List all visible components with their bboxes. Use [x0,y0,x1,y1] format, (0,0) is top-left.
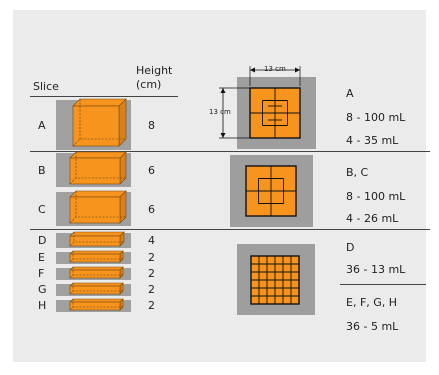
group-a-volume-2: 4 - 35 mL [346,134,399,147]
slice-height-c: 6 [148,203,155,216]
block-d-hidden-edge [69,241,124,247]
height-arrow-top [220,88,226,93]
divider-bc-d [30,229,430,230]
group-bc-volume-2: 4 - 26 mL [346,212,399,225]
slice-label-g: G [38,283,47,296]
block-a-top [72,98,127,107]
block-a-front [72,105,120,147]
slice-label-c: C [38,203,46,216]
group-efgh-title: E, F, G, H [346,296,398,309]
block-f-top [69,266,124,271]
width-arrow-right [295,67,300,73]
height-dimension-label: 13 cm [209,108,231,116]
block-e-front [69,253,121,263]
divider-a-bc [30,151,430,152]
slice-height-g: 2 [148,283,155,296]
block-c-front [69,196,121,224]
block-d-top [69,231,125,237]
slice-label-f: F [38,267,45,280]
block-b-top [69,151,127,159]
block-h-front [69,301,121,311]
slice-label-h: H [38,299,47,312]
group-d-title: D [346,241,355,254]
slice-header: Slice [33,80,59,93]
group-d-volume: 36 - 13 mL [346,263,406,276]
slice-height-a: 8 [148,119,155,132]
block-c-side [119,190,127,224]
slice-height-e: 2 [148,251,155,264]
slice-height-f: 2 [148,267,155,280]
block-g-top [69,282,124,287]
block-c-top [69,190,127,198]
divider-d-efgh [340,284,426,285]
slice-label-d: D [38,234,47,247]
slice-height-h: 2 [148,299,155,312]
block-b-front [69,157,121,185]
block-g-front [69,285,121,295]
slice-label-e: E [38,251,45,264]
width-dimension-label: 13 cm [262,65,288,73]
block-d-front [69,235,121,247]
block-f-front [69,269,121,279]
height-arrow-bottom [220,133,226,138]
slice-label-b: B [38,164,46,177]
group-a-title: A [346,87,354,100]
height-unit-header: (cm) [136,78,162,91]
block-b-side [119,151,127,185]
block-h-top [69,298,124,303]
height-header: Height [136,64,173,77]
slice-label-a: A [38,119,46,132]
header-rule [30,96,178,97]
slice-height-b: 6 [148,164,155,177]
group-a-volume-1: 8 - 100 mL [346,111,406,124]
block-e-top [69,250,124,255]
group-bc-title: B, C [346,166,369,179]
slice-height-d: 4 [148,234,155,247]
group-bc-volume-1: 8 - 100 mL [346,190,406,203]
width-arrow-left [250,67,255,73]
group-efgh-volume: 36 - 5 mL [346,320,399,333]
